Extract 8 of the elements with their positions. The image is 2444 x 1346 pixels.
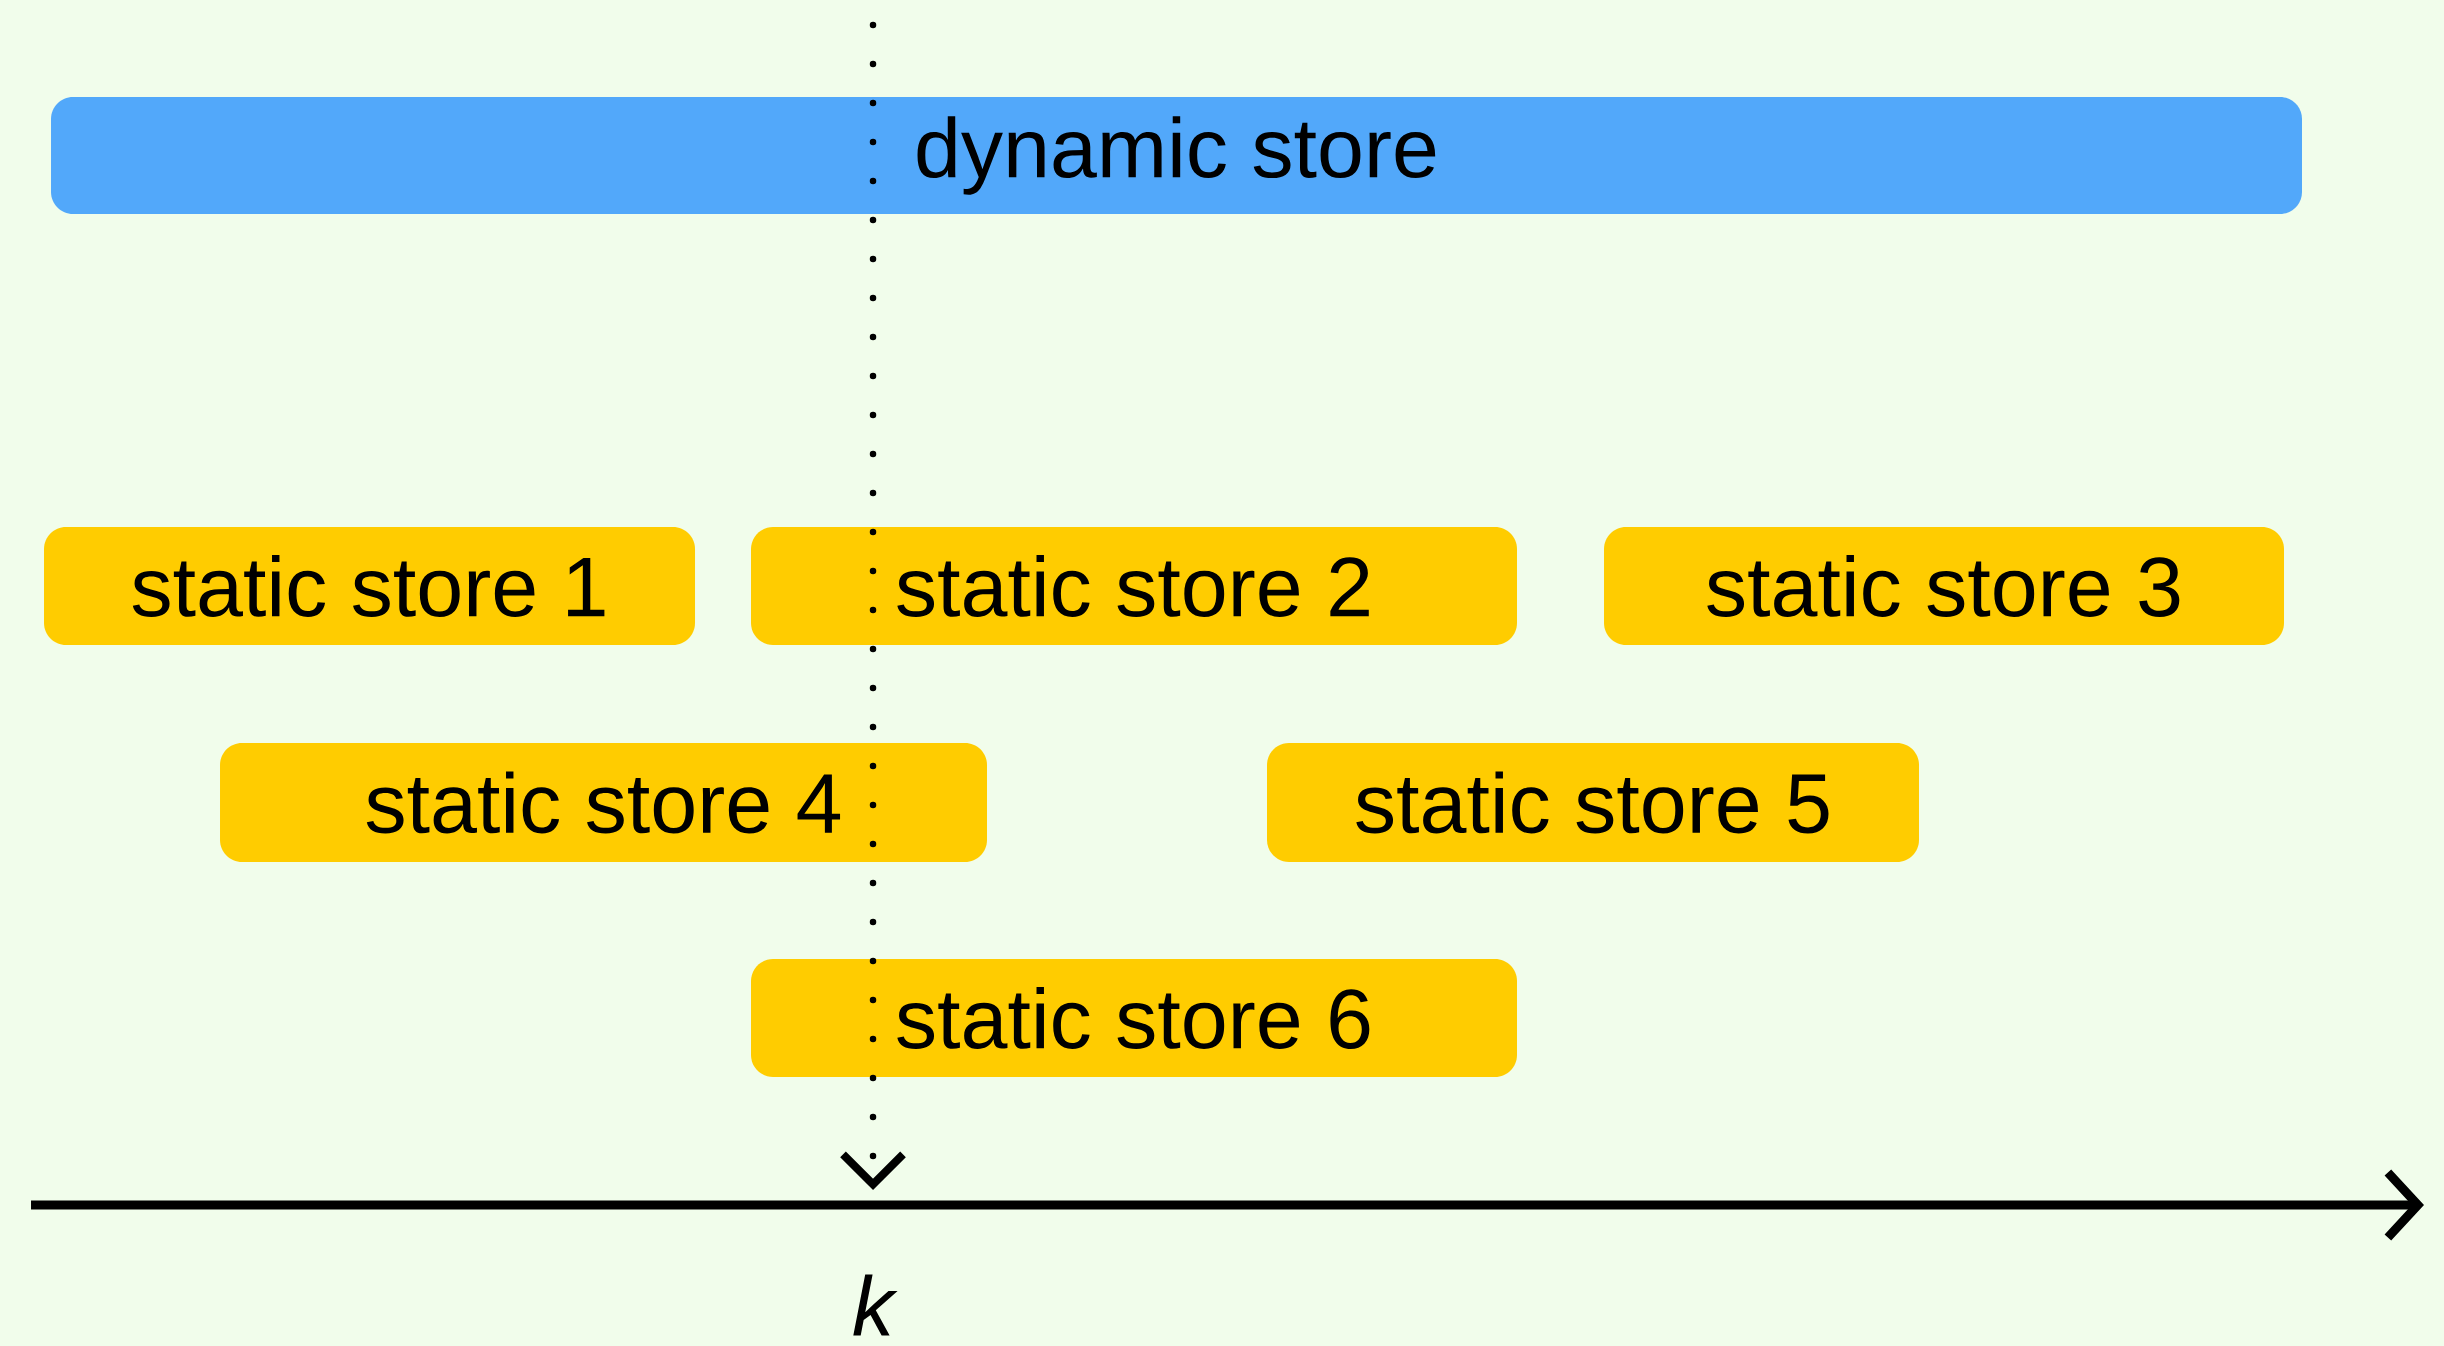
store-box: static store 2 — [751, 527, 1517, 645]
store-box: static store 4 — [220, 743, 987, 862]
store-box: static store 3 — [1604, 527, 2284, 645]
axis-label: k — [853, 1274, 898, 1336]
store-bar: dynamic store — [51, 97, 2302, 214]
store-box: static store 1 — [44, 527, 695, 645]
store-box: static store 5 — [1267, 743, 1919, 862]
store-box: static store 6 — [751, 959, 1517, 1077]
